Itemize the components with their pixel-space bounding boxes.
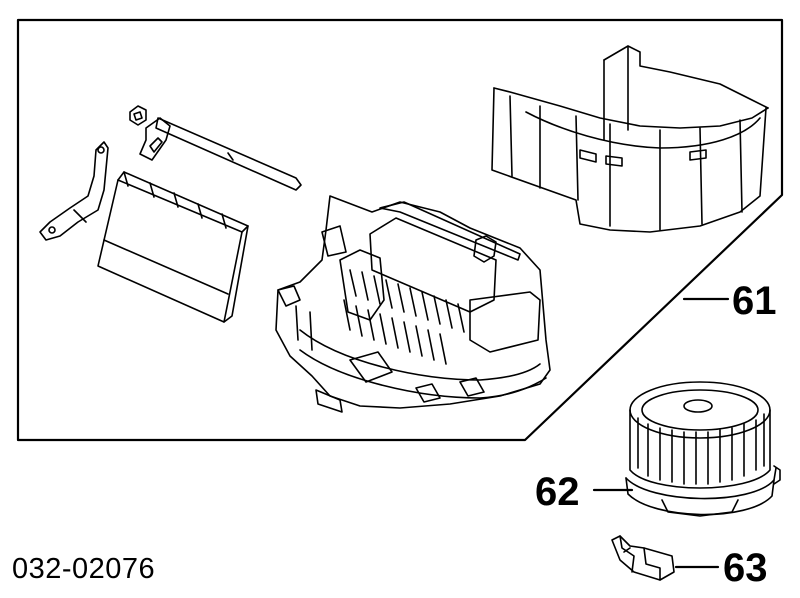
upper-duct-housing	[491, 45, 769, 233]
clip-part	[129, 105, 147, 126]
filter-element	[97, 171, 249, 323]
resistor-part	[611, 535, 675, 581]
callout-61: 61	[732, 279, 777, 323]
bracket-arm	[39, 141, 109, 241]
assembly-frame	[16, 18, 784, 442]
diagram-code: 032-02076	[12, 553, 156, 585]
callout-63: 63	[723, 546, 768, 590]
link-rod	[139, 117, 302, 191]
callout-62: 62	[535, 470, 580, 514]
blower-case	[275, 195, 551, 413]
blower-fan	[625, 381, 781, 517]
